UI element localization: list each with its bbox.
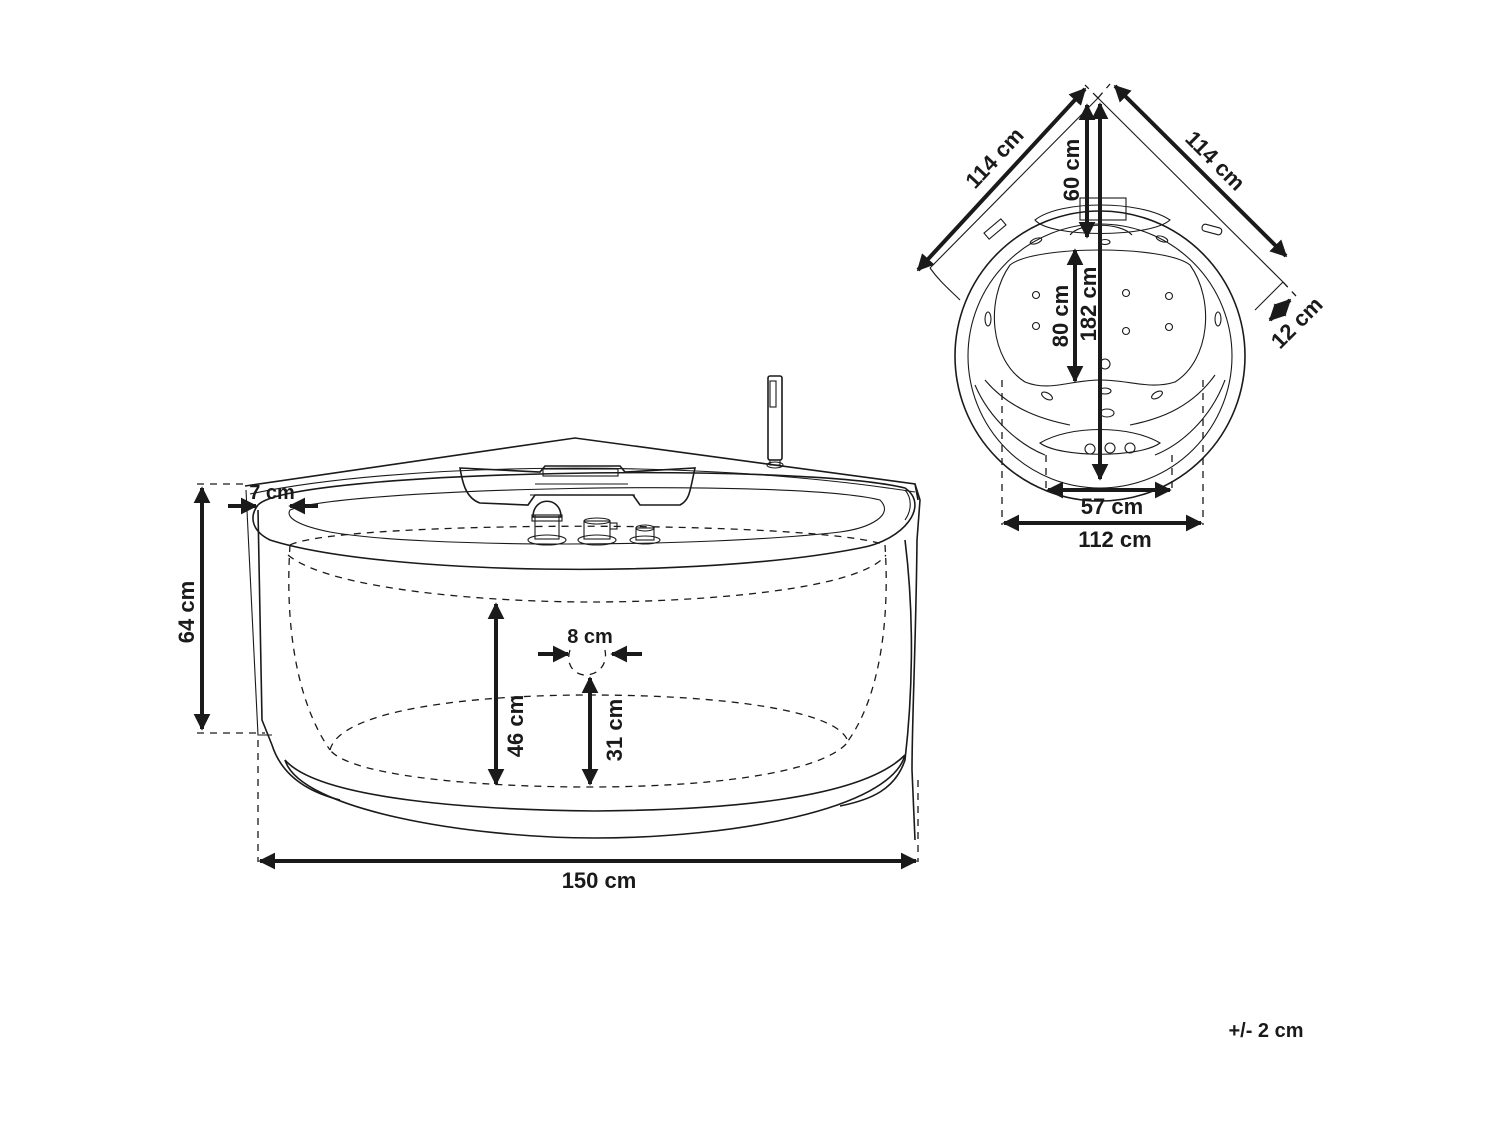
front-seat — [1039, 428, 1161, 455]
overall-width-label: 112 cm — [1078, 527, 1151, 552]
top-view: 114 cm 114 cm 60 cm 182 cm 80 cm 12 cm 5… — [916, 83, 1328, 552]
side-left-label: 114 cm — [960, 123, 1028, 194]
corner-offset-arrow — [1268, 298, 1292, 322]
base-upper — [284, 754, 906, 812]
side-right-arrow — [1113, 84, 1288, 258]
shower-holder — [1201, 223, 1223, 236]
rim-inner-back — [249, 467, 916, 495]
height-label: 64 cm — [174, 581, 199, 643]
inner-depth-label: 46 cm — [503, 695, 528, 757]
side-left-arrow — [916, 87, 1087, 272]
front-panel-label: 57 cm — [1081, 494, 1143, 519]
drain-height-label: 31 cm — [602, 699, 627, 761]
control-knobs — [527, 500, 661, 546]
rim-outer — [252, 471, 916, 571]
drain-diameter-label: 8 cm — [567, 626, 613, 648]
headrest-slot — [542, 468, 619, 477]
hand-shower — [766, 375, 784, 469]
seat-length-label: 80 cm — [1048, 285, 1073, 347]
diagonal-label: 182 cm — [1076, 267, 1101, 342]
headrest-depth-label: 60 cm — [1059, 139, 1084, 201]
control-panel — [983, 218, 1007, 240]
corner-offset-label: 12 cm — [1266, 292, 1328, 354]
tolerance-note: +/- 2 cm — [1228, 1020, 1303, 1042]
rim-width-label: 7 cm — [249, 482, 295, 504]
front-view: 64 cm 7 cm 46 cm 31 cm 8 cm 150 cm — [174, 375, 921, 893]
base-lower — [284, 754, 906, 839]
rim-back-edge — [244, 437, 919, 501]
body-right-edge — [839, 539, 913, 807]
headrest — [459, 465, 697, 506]
basin-floor — [329, 694, 849, 788]
jets — [984, 235, 1222, 455]
drain — [568, 649, 607, 676]
width-label: 150 cm — [562, 868, 637, 893]
